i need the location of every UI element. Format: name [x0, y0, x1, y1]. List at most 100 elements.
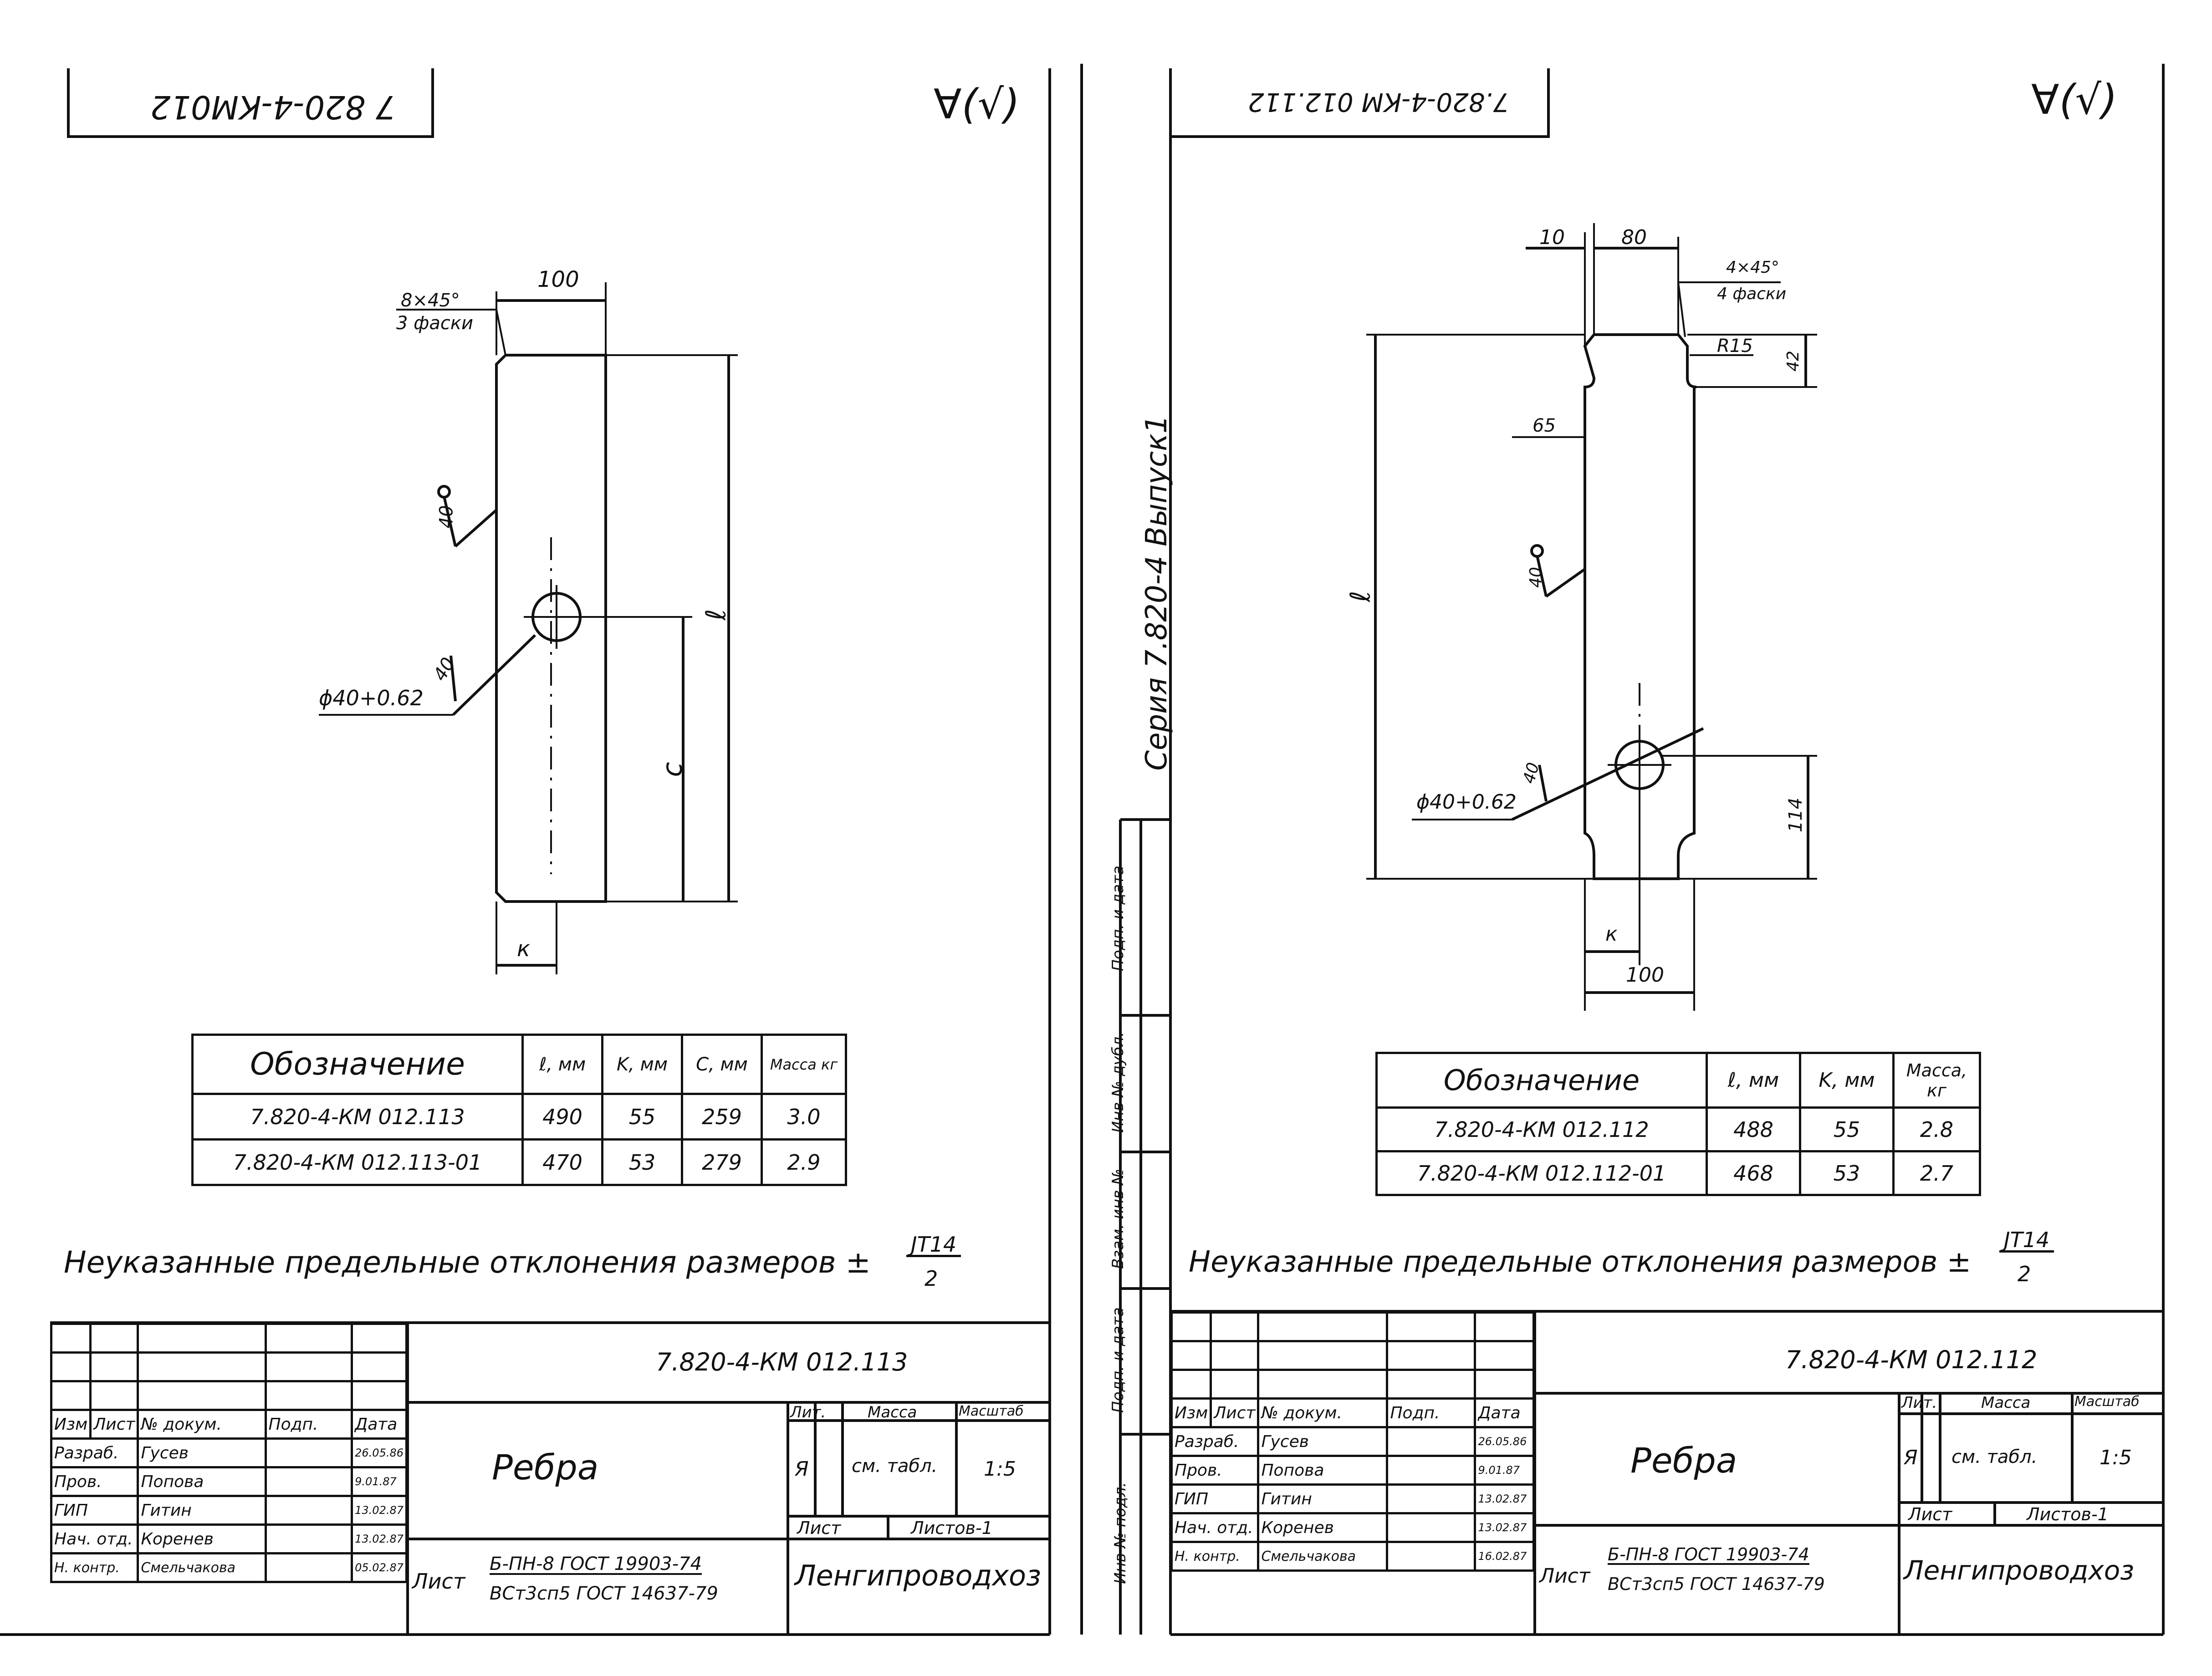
table-cell: 7.820-4-КМ 012.113 — [191, 1093, 524, 1141]
roughness-mark: ∀(√) — [2031, 76, 2118, 124]
rotated-doc-code: 7 820-4-КМ012 — [150, 88, 396, 126]
table-cell: 259 — [681, 1093, 763, 1141]
sign-date: 13.02.87 — [1474, 1512, 1535, 1543]
table-cell: 488 — [1706, 1106, 1801, 1152]
tolerance-note-denominator: 2 — [2018, 1262, 2031, 1286]
role-label: Пров. — [50, 1466, 139, 1497]
k-dimension-label: к — [517, 936, 530, 962]
lit-value: Я — [1904, 1446, 1918, 1469]
table-header-cell: Обозначение — [191, 1034, 524, 1095]
tolerance-note: Неуказанные предельные отклонения размер… — [1189, 1245, 1972, 1279]
dim-42-label: 42 — [1783, 351, 1803, 372]
sign-date: 16.02.87 — [1474, 1541, 1535, 1572]
col-header: Дата — [1474, 1397, 1535, 1428]
col-header: Подп. — [264, 1409, 353, 1440]
table-header-cell: ℓ, мм — [1706, 1052, 1801, 1109]
right-revision-grid: Изм Лист № докум. Подп. Дата Разраб. Гус… — [1170, 1311, 1535, 1572]
right-drawing-graphics — [1119, 64, 2165, 1636]
role-label: Нач. отд. — [1170, 1512, 1260, 1543]
left-drawing-graphics — [0, 68, 1051, 1636]
mass-value: см. табл. — [1951, 1447, 2038, 1467]
series-side-label: Серия 7.820-4 Выпуск1 — [1140, 415, 1174, 771]
col-header: Лист — [89, 1409, 139, 1440]
organization-name: Ленгипроводхоз — [795, 1559, 1041, 1592]
sign-date: 9.01.87 — [351, 1466, 408, 1497]
width-dimension-label: 100 — [537, 267, 579, 292]
scale-value: 1:5 — [984, 1457, 1016, 1481]
signature-row: Пров. Попова 9.01.87 — [50, 1466, 408, 1497]
signature-row: ГИП Гитин 13.02.87 — [1170, 1483, 1535, 1514]
table-cell: 279 — [681, 1138, 763, 1186]
scale-label: Масштаб — [959, 1403, 1024, 1419]
sheets-count-label: Листов-1 — [911, 1518, 993, 1538]
table-cell: 2.7 — [1892, 1150, 1981, 1196]
table-header-cell: Обозначение — [1375, 1052, 1708, 1109]
side-stamp-label: Подп. и дата — [1109, 866, 1127, 971]
table-header-cell: C, мм — [681, 1034, 763, 1095]
table-cell: 55 — [601, 1093, 683, 1141]
table-cell: 2.8 — [1892, 1106, 1981, 1152]
sign-date: 05.02.87 — [351, 1552, 408, 1583]
scale-label: Масштаб — [2074, 1394, 2140, 1410]
col-header: Лист — [1210, 1397, 1260, 1428]
mass-label: Масса — [868, 1403, 917, 1421]
role-label: Н. контр. — [50, 1552, 139, 1583]
role-label: Н. контр. — [1170, 1541, 1260, 1572]
sheet-label: Лист — [797, 1518, 841, 1538]
table-cell: 7.820-4-КМ 012.113-01 — [191, 1138, 524, 1186]
lit-value: Я — [795, 1457, 809, 1481]
signature-row: ГИП Гитин 13.02.87 — [50, 1495, 408, 1526]
tolerance-note: Неуказанные предельные отклонения размер… — [64, 1245, 871, 1280]
hole-diameter-label: ϕ40+0.62 — [1416, 790, 1517, 814]
signature-row: Разраб. Гусев 26.05.86 — [50, 1437, 408, 1468]
person-name: Попова — [137, 1466, 267, 1497]
sign-date: 26.05.86 — [351, 1437, 408, 1468]
role-label: Разраб. — [50, 1437, 139, 1468]
table-header-row: Обозначение ℓ, мм K, мм C, мм Масса кг — [191, 1034, 847, 1095]
tolerance-note-numerator: JT14 — [906, 1234, 961, 1257]
right-spec-table: Обозначение ℓ, мм K, мм Масса, кг 7.820-… — [1375, 1052, 1981, 1196]
mass-value: см. табл. — [852, 1456, 938, 1477]
lit-label: Лит. — [790, 1403, 826, 1421]
sign-date: 9.01.87 — [1474, 1455, 1535, 1486]
left-revision-grid: Изм Лист № докум. Подп. Дата Разраб. Гус… — [50, 1323, 408, 1583]
weld-size-top-label: 40 — [436, 505, 457, 529]
chamfer-count-label: 3 фаски — [396, 313, 474, 334]
material-spec-bottom: ВСт3сп5 ГОСТ 14637-79 — [1608, 1574, 1825, 1594]
sign-date: 13.02.87 — [351, 1495, 408, 1526]
table-row: 7.820-4-КМ 012.112-01 468 53 2.7 — [1375, 1150, 1981, 1196]
sheets-count-label: Листов-1 — [2027, 1504, 2109, 1524]
title-block-header-row: Изм Лист № докум. Подп. Дата — [1170, 1397, 1535, 1428]
person-name: Гусев — [137, 1437, 267, 1468]
person-name: Гитин — [137, 1495, 267, 1526]
side-stamp-label: Инв № подл. — [1111, 1482, 1129, 1584]
sign-date: 26.05.86 — [1474, 1426, 1535, 1457]
mass-label: Масса — [1981, 1394, 2031, 1412]
col-header: № докум. — [1257, 1397, 1389, 1428]
sign-date: 13.02.87 — [351, 1523, 408, 1554]
title-doc-code: 7.820-4-КМ 012.112 — [1785, 1345, 2038, 1374]
role-label: ГИП — [1170, 1483, 1260, 1514]
signature-cell — [264, 1495, 353, 1526]
table-row: 7.820-4-КМ 012.113 490 55 259 3.0 — [191, 1093, 847, 1141]
material-prefix: Лист — [1539, 1564, 1590, 1588]
person-name: Коренев — [137, 1523, 267, 1554]
signature-cell — [1386, 1455, 1476, 1486]
radius-label: R15 — [1717, 336, 1753, 357]
table-header-cell: ℓ, мм — [521, 1034, 603, 1095]
role-label: Разраб. — [1170, 1426, 1260, 1457]
signature-cell — [264, 1523, 353, 1554]
col-header: Изм — [1170, 1397, 1212, 1428]
sign-date: 13.02.87 — [1474, 1483, 1535, 1514]
person-name: Коренев — [1257, 1512, 1389, 1543]
chamfer-value-label: 4×45° — [1726, 258, 1779, 277]
table-row: 7.820-4-КМ 012.113-01 470 53 279 2.9 — [191, 1138, 847, 1186]
signature-cell — [1386, 1541, 1476, 1572]
person-name: Смельчакова — [1257, 1541, 1389, 1572]
table-cell: 55 — [1799, 1106, 1895, 1152]
signature-row: Разраб. Гусев 26.05.86 — [1170, 1426, 1535, 1457]
scale-value: 1:5 — [2100, 1446, 2132, 1469]
k-dimension-label: к — [1605, 922, 1618, 946]
table-cell: 468 — [1706, 1150, 1801, 1196]
hole-diameter-label: ϕ40+0.62 — [319, 686, 424, 710]
